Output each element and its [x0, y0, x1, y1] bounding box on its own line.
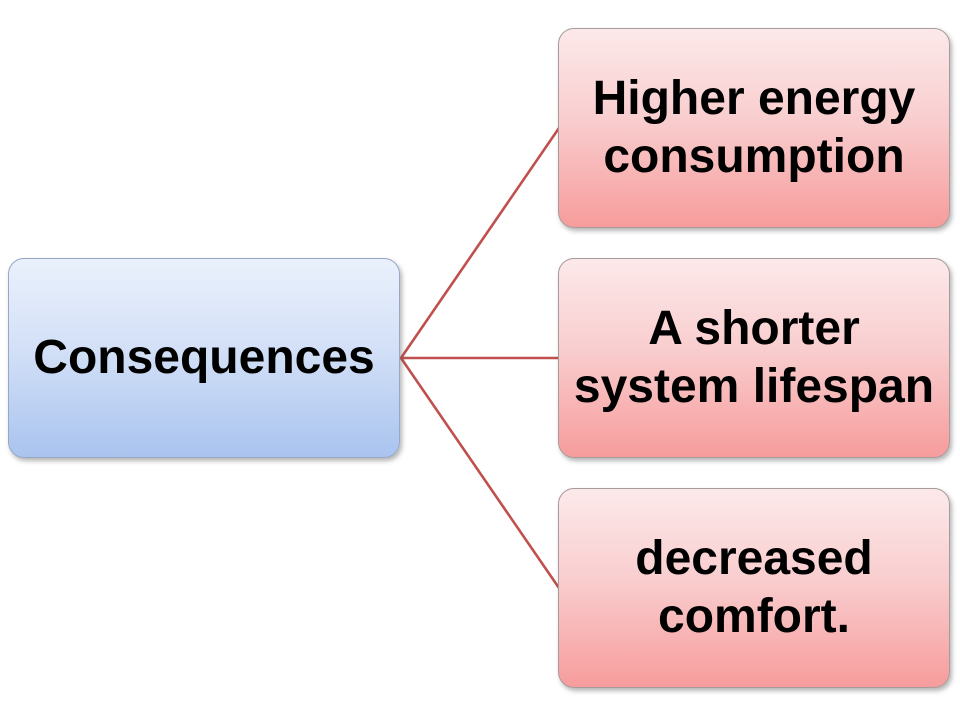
node-higher-energy-consumption[interactable]: Higher energy consumption: [558, 28, 950, 228]
node-decreased-comfort[interactable]: decreased comfort.: [558, 488, 950, 688]
connector-to-decreased-comfort: [399, 356, 561, 590]
label-line-2: comfort.: [658, 590, 850, 643]
label-line-1: decreased: [635, 531, 873, 585]
node-higher-energy-consumption-label: Higher energy consumption: [593, 70, 916, 186]
node-consequences-label: Consequences: [33, 330, 375, 384]
label-line-2: system lifespan: [573, 360, 935, 413]
node-shorter-system-lifespan[interactable]: A shorter system lifespan: [558, 258, 950, 458]
node-shorter-system-lifespan-label: A shorter system lifespan: [574, 300, 934, 416]
connector-to-higher-energy: [399, 126, 561, 360]
label-line-1: A shorter: [648, 301, 860, 355]
node-decreased-comfort-label: decreased comfort.: [635, 530, 873, 646]
node-consequences[interactable]: Consequences: [8, 258, 400, 458]
label-line-2: consumption: [603, 130, 905, 183]
label-line-1: Higher energy: [592, 71, 916, 125]
